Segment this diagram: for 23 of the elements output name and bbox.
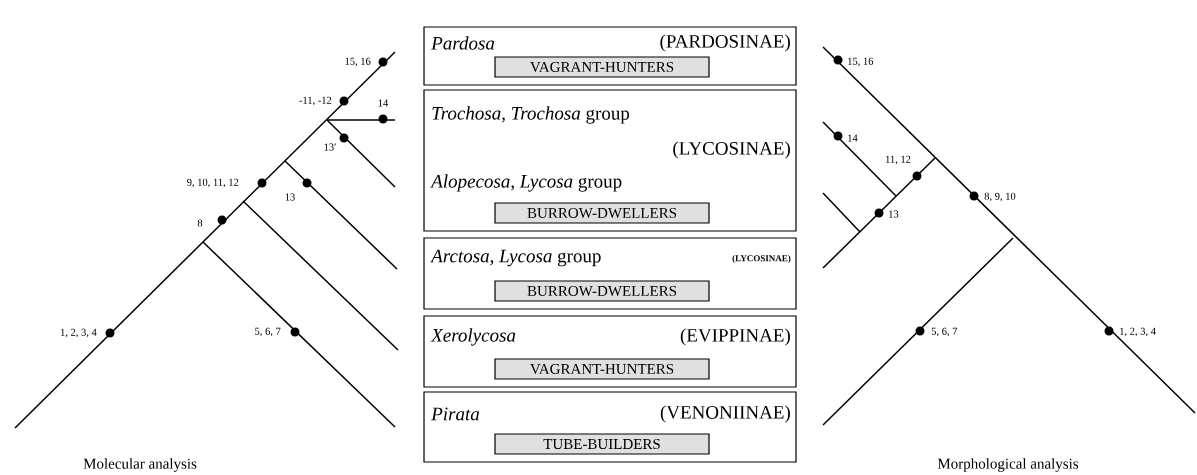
habit-tag: VAGRANT-HUNTERS	[494, 56, 710, 78]
habit-tag: VAGRANT-HUNTERS	[494, 358, 710, 380]
branch-label: 13′	[324, 143, 336, 151]
branch-label: 1, 2, 3, 4	[61, 328, 97, 338]
branch-label: 9, 10, 11, 12	[187, 178, 239, 188]
caption: Molecular analysis	[83, 458, 197, 472]
branch-label: 8	[197, 219, 203, 227]
branch-label: 15, 16	[345, 57, 371, 67]
branch-label: 14	[378, 99, 389, 107]
branch-label: 13	[285, 193, 295, 201]
branch-label: 5, 6, 7	[255, 327, 281, 337]
branch-label: 1, 2, 3, 4	[1120, 327, 1156, 337]
branch-label: 8, 9, 10	[984, 192, 1016, 202]
habit-tag: BURROW-DWELLERS	[494, 202, 710, 224]
branch-label: 13	[889, 210, 899, 218]
habit-tag: BURROW-DWELLERS	[494, 280, 710, 302]
branch-label: 15, 16	[848, 57, 874, 67]
caption: Morphological analysis	[937, 458, 1079, 472]
branch-label: 5, 6, 7	[931, 327, 958, 337]
branch-label: 11, 12	[886, 155, 911, 165]
branch-label: -11, -12	[299, 96, 332, 106]
branch-label: 14	[848, 134, 858, 142]
habit-tag: TUBE-BUILDERS	[494, 433, 710, 455]
